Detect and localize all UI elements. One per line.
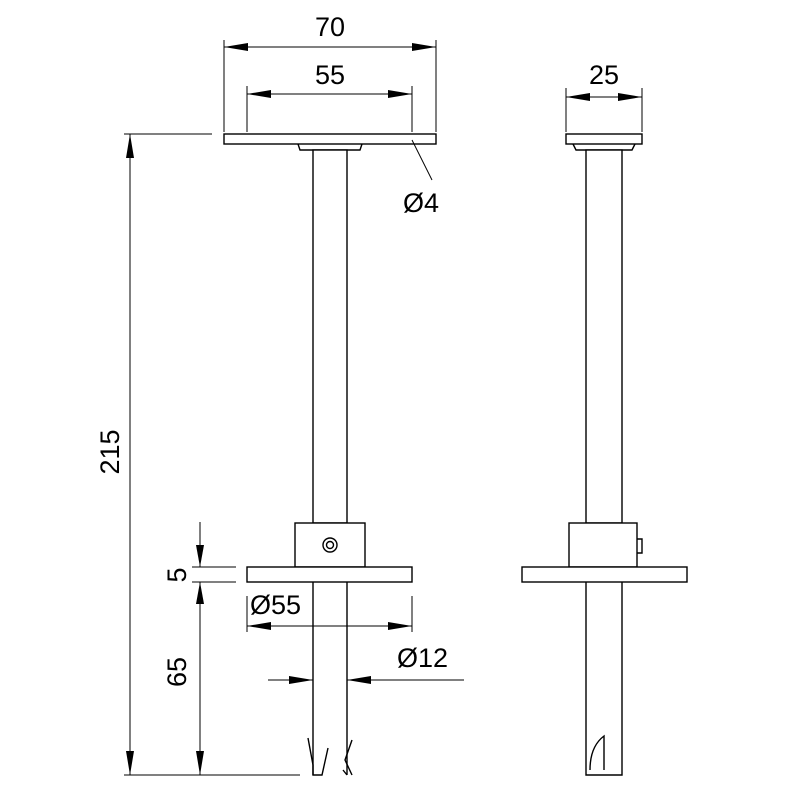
side-set-screw bbox=[637, 538, 643, 554]
dim-70: 70 bbox=[223, 12, 437, 132]
front-tube-slot bbox=[307, 737, 353, 776]
dim-tube-diameter-label: Ø12 bbox=[397, 643, 448, 673]
set-screw-inner-icon bbox=[325, 540, 335, 550]
front-clamp-block bbox=[294, 522, 366, 568]
front-rod-upper bbox=[312, 149, 348, 524]
front-tube-lower bbox=[312, 582, 348, 775]
dim-hole-diameter: Ø4 bbox=[403, 139, 439, 218]
front-top-plate-boss bbox=[297, 143, 363, 151]
dim-70-label: 70 bbox=[315, 12, 345, 42]
dim-55: 55 bbox=[246, 60, 413, 132]
dim-215-label: 215 bbox=[95, 429, 125, 474]
dim-tube-diameter: Ø12 bbox=[268, 643, 464, 684]
dim-flange-diameter-label: Ø55 bbox=[250, 590, 301, 620]
dim-65: 65 bbox=[162, 657, 204, 775]
front-top-plate bbox=[223, 133, 437, 145]
side-rod-upper bbox=[585, 149, 623, 524]
dim-65-label: 65 bbox=[162, 657, 192, 687]
dim-5: 5 bbox=[162, 522, 236, 775]
side-top-plate bbox=[565, 133, 643, 145]
side-flange bbox=[521, 566, 688, 583]
dim-215: 215 bbox=[95, 133, 300, 776]
dim-5-label: 5 bbox=[162, 567, 192, 582]
side-view: 25 bbox=[521, 60, 688, 776]
dim-25-label: 25 bbox=[589, 60, 619, 90]
front-flange bbox=[246, 566, 413, 583]
set-screw-icon bbox=[322, 537, 338, 553]
dim-25: 25 bbox=[565, 60, 643, 132]
side-tube-lower bbox=[585, 582, 623, 776]
dim-55-label: 55 bbox=[315, 60, 345, 90]
dim-hole-diameter-label: Ø4 bbox=[403, 188, 439, 218]
dim-flange-diameter: Ø55 bbox=[246, 590, 413, 632]
side-top-plate-boss bbox=[572, 143, 636, 151]
side-clamp-block bbox=[568, 522, 638, 568]
side-tube-slot bbox=[589, 734, 605, 771]
front-view: 70 55 Ø4 215 bbox=[95, 12, 464, 776]
